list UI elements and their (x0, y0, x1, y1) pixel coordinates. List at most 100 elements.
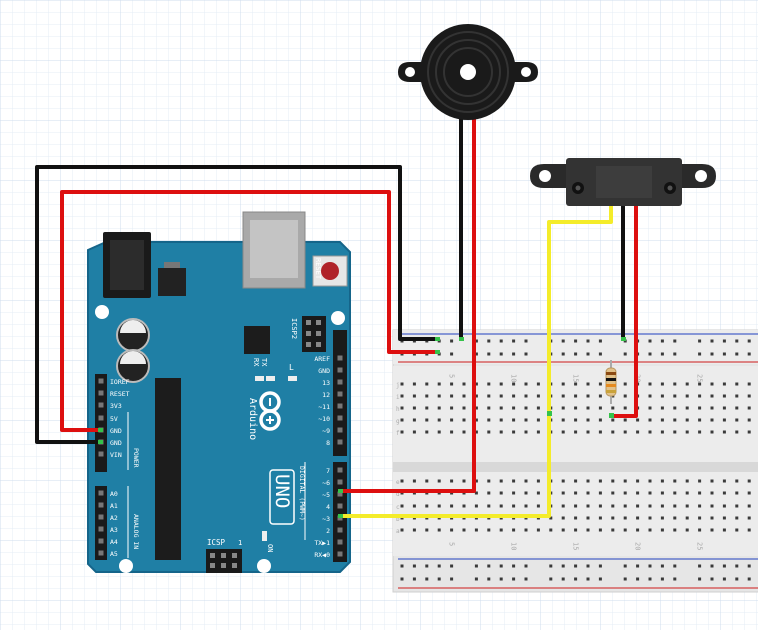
breadboard-hole[interactable] (586, 394, 590, 398)
breadboard-hole[interactable] (586, 418, 590, 422)
breadboard-hole[interactable] (722, 352, 726, 356)
breadboard-hole[interactable] (747, 479, 751, 483)
breadboard-hole[interactable] (598, 504, 602, 508)
breadboard-hole[interactable] (474, 564, 478, 568)
breadboard-hole[interactable] (474, 577, 478, 581)
breadboard-hole[interactable] (710, 564, 714, 568)
breadboard-hole[interactable] (660, 430, 664, 434)
breadboard-hole[interactable] (499, 430, 503, 434)
breadboard-hole[interactable] (437, 394, 441, 398)
breadboard-hole[interactable] (450, 382, 454, 386)
breadboard-hole[interactable] (636, 528, 640, 532)
breadboard-hole[interactable] (425, 528, 429, 532)
breadboard-hole[interactable] (586, 491, 590, 495)
breadboard-hole[interactable] (425, 418, 429, 422)
breadboard-hole[interactable] (425, 382, 429, 386)
breadboard-hole[interactable] (561, 564, 565, 568)
breadboard-hole[interactable] (623, 577, 627, 581)
breadboard-hole[interactable] (574, 382, 578, 386)
breadboard-hole[interactable] (673, 564, 677, 568)
header-pin[interactable] (98, 526, 104, 532)
breadboard-hole[interactable] (660, 528, 664, 532)
breadboard-hole[interactable] (586, 382, 590, 386)
breadboard-hole[interactable] (450, 406, 454, 410)
header-pin[interactable] (337, 479, 343, 485)
breadboard-hole[interactable] (710, 382, 714, 386)
breadboard-hole[interactable] (512, 564, 516, 568)
breadboard-hole[interactable] (487, 382, 491, 386)
breadboard-hole[interactable] (425, 406, 429, 410)
breadboard-hole[interactable] (474, 491, 478, 495)
breadboard-hole[interactable] (598, 491, 602, 495)
breadboard-hole[interactable] (561, 528, 565, 532)
breadboard-hole[interactable] (673, 516, 677, 520)
breadboard-hole[interactable] (536, 394, 540, 398)
breadboard-hole[interactable] (524, 382, 528, 386)
breadboard-hole[interactable] (698, 504, 702, 508)
header-pin[interactable] (98, 390, 104, 396)
breadboard-hole[interactable] (623, 479, 627, 483)
breadboard-hole[interactable] (487, 564, 491, 568)
breadboard-hole[interactable] (660, 352, 664, 356)
breadboard-hole[interactable] (586, 564, 590, 568)
breadboard-hole[interactable] (549, 516, 553, 520)
breadboard-hole[interactable] (400, 406, 404, 410)
breadboard-hole[interactable] (623, 382, 627, 386)
breadboard-hole[interactable] (412, 430, 416, 434)
breadboard-hole[interactable] (698, 418, 702, 422)
breadboard-hole[interactable] (499, 418, 503, 422)
breadboard-hole[interactable] (648, 504, 652, 508)
breadboard-hole[interactable] (735, 339, 739, 343)
breadboard-hole[interactable] (685, 479, 689, 483)
breadboard-hole[interactable] (710, 352, 714, 356)
breadboard-hole[interactable] (474, 394, 478, 398)
breadboard-hole[interactable] (648, 406, 652, 410)
breadboard-hole[interactable] (474, 382, 478, 386)
breadboard-hole[interactable] (673, 577, 677, 581)
breadboard-hole[interactable] (499, 479, 503, 483)
breadboard-hole[interactable] (574, 339, 578, 343)
breadboard-hole[interactable] (735, 382, 739, 386)
breadboard-hole[interactable] (722, 528, 726, 532)
breadboard-hole[interactable] (685, 394, 689, 398)
breadboard-hole[interactable] (735, 564, 739, 568)
breadboard-hole[interactable] (735, 516, 739, 520)
breadboard-hole[interactable] (735, 577, 739, 581)
breadboard-hole[interactable] (487, 528, 491, 532)
breadboard-hole[interactable] (698, 382, 702, 386)
breadboard-hole[interactable] (598, 352, 602, 356)
breadboard-hole[interactable] (636, 418, 640, 422)
breadboard-hole[interactable] (747, 504, 751, 508)
breadboard-hole[interactable] (574, 564, 578, 568)
header-pin[interactable] (337, 391, 343, 397)
header-pin[interactable] (337, 379, 343, 385)
breadboard-hole[interactable] (499, 352, 503, 356)
breadboard-hole[interactable] (648, 352, 652, 356)
breadboard-hole[interactable] (598, 418, 602, 422)
breadboard-hole[interactable] (512, 394, 516, 398)
breadboard-hole[interactable] (660, 577, 664, 581)
breadboard-hole[interactable] (549, 577, 553, 581)
breadboard-hole[interactable] (586, 339, 590, 343)
breadboard-hole[interactable] (474, 528, 478, 532)
breadboard-hole[interactable] (400, 577, 404, 581)
breadboard-hole[interactable] (561, 418, 565, 422)
breadboard-hole[interactable] (536, 382, 540, 386)
breadboard-hole[interactable] (400, 382, 404, 386)
breadboard-hole[interactable] (698, 516, 702, 520)
breadboard-hole[interactable] (412, 504, 416, 508)
breadboard-hole[interactable] (437, 504, 441, 508)
breadboard-hole[interactable] (574, 516, 578, 520)
header-pin[interactable] (98, 502, 104, 508)
header-pin[interactable] (337, 551, 343, 557)
header-pin[interactable] (98, 415, 104, 421)
breadboard-hole[interactable] (623, 516, 627, 520)
breadboard-hole[interactable] (623, 491, 627, 495)
breadboard-hole[interactable] (512, 352, 516, 356)
breadboard-hole[interactable] (450, 352, 454, 356)
breadboard-hole[interactable] (598, 528, 602, 532)
breadboard-hole[interactable] (499, 394, 503, 398)
breadboard-hole[interactable] (722, 382, 726, 386)
breadboard-hole[interactable] (512, 430, 516, 434)
breadboard-hole[interactable] (747, 528, 751, 532)
